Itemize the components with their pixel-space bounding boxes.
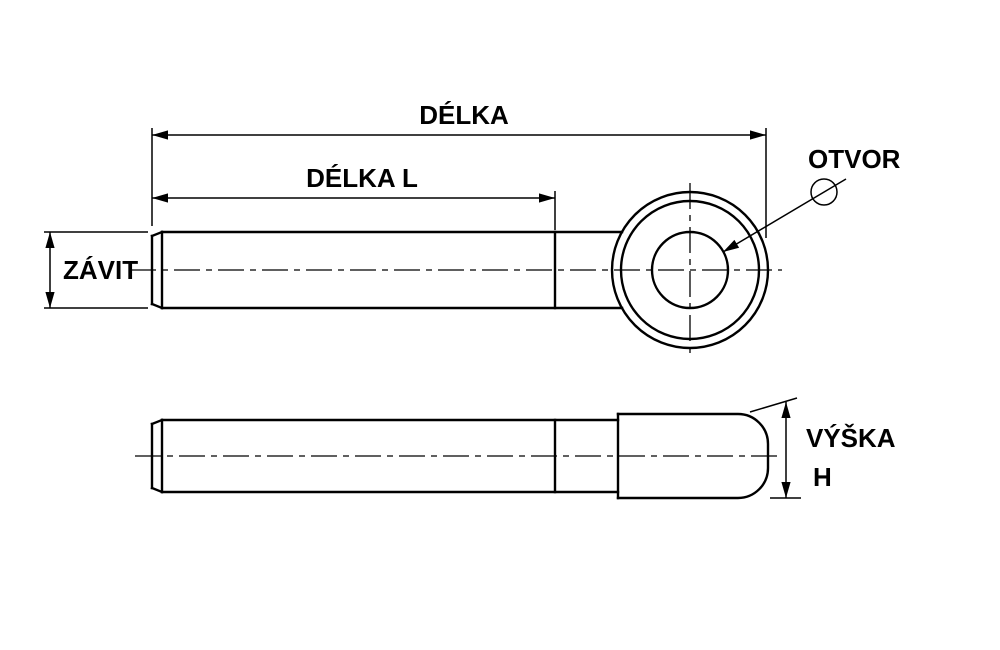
dimension-delka: DÉLKA	[151, 100, 767, 238]
label-delka: DÉLKA	[419, 100, 509, 130]
eye-ring	[610, 190, 770, 350]
bottom-view: VÝŠKA H	[135, 397, 896, 500]
shaft-outline	[150, 230, 624, 310]
hole-circle	[650, 230, 730, 310]
eye-inner-ring-circle	[619, 199, 761, 341]
top-view: DÉLKA DÉLKA L ZÁVIT OTVOR	[44, 100, 901, 357]
label-zavit: ZÁVIT	[63, 255, 138, 285]
leader-otvor: OTVOR	[722, 144, 901, 253]
dimension-zavit: ZÁVIT	[44, 231, 148, 309]
eye-head-outline	[616, 412, 770, 500]
label-vyska-h: H	[813, 462, 832, 492]
eye-head-flat	[616, 412, 770, 500]
leader-line-otvor	[722, 178, 847, 253]
eye-outer-circle	[610, 190, 770, 350]
dimension-delka-l: DÉLKA L	[152, 163, 556, 230]
diameter-symbol-icon	[810, 178, 838, 206]
label-vyska: VÝŠKA	[806, 423, 896, 453]
label-otvor: OTVOR	[808, 144, 901, 174]
extension-line-head-top	[749, 397, 798, 413]
dimension-vyska-h: VÝŠKA H	[749, 397, 896, 499]
shaft-outline-bottom	[150, 418, 620, 494]
label-delka-l: DÉLKA L	[306, 163, 418, 193]
